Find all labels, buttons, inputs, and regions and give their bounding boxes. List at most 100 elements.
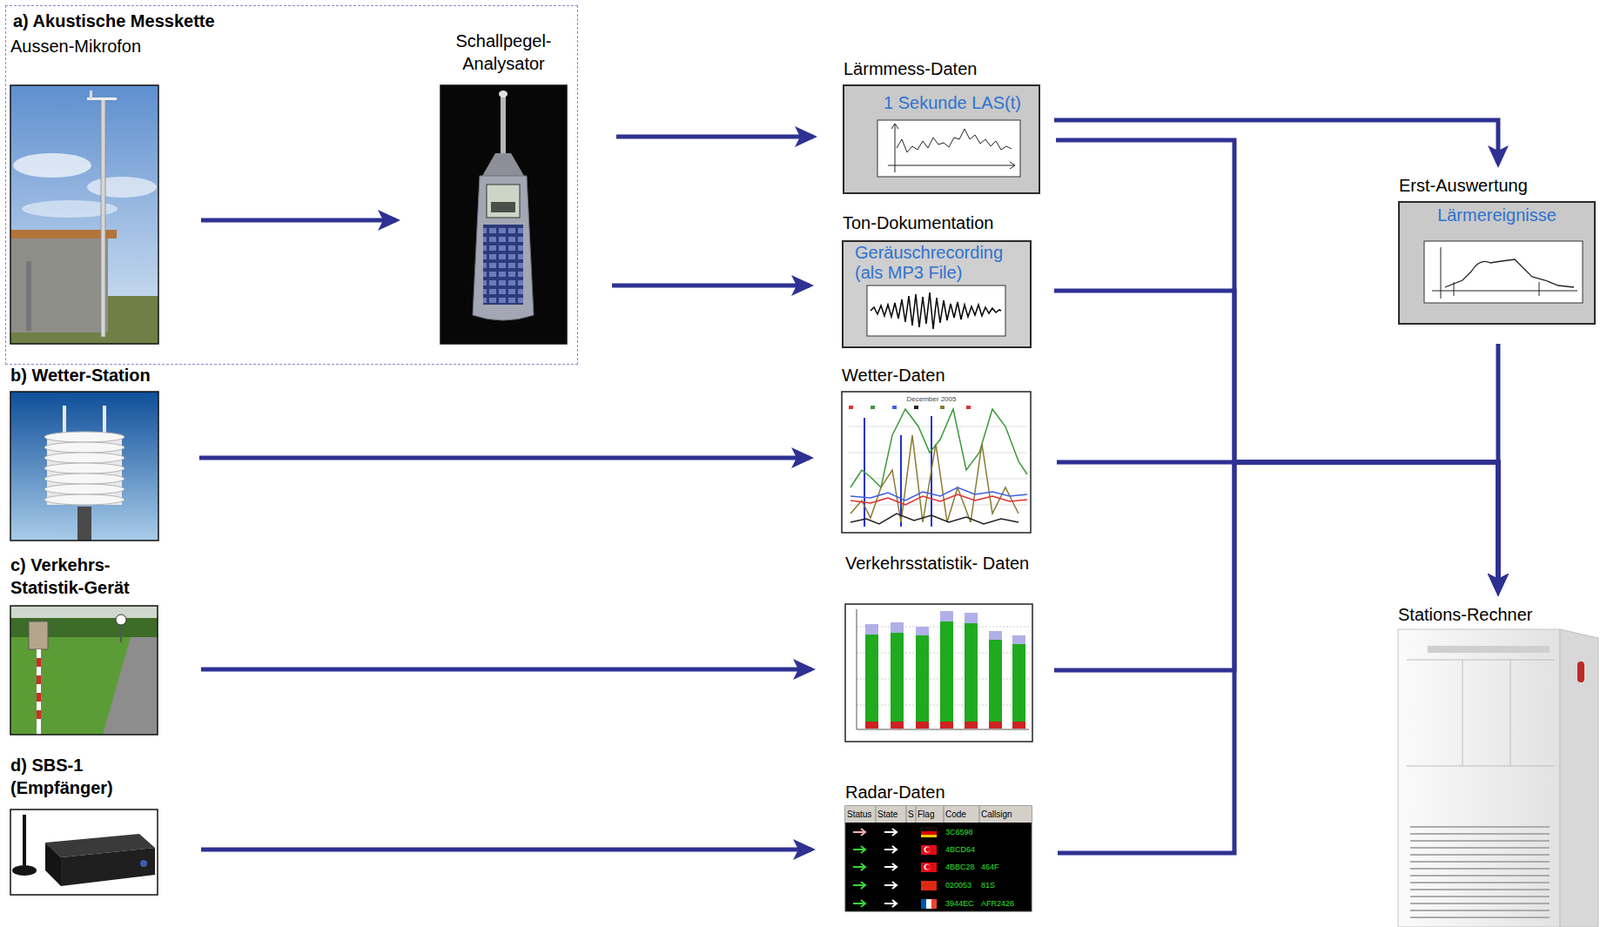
noise-level-panel [843, 85, 1040, 194]
traffic-bar-chart [845, 604, 1033, 742]
table-cell: 020053 [945, 880, 980, 892]
computer-tower [1398, 629, 1599, 927]
weather-station-photo [10, 391, 159, 541]
analyzer-photo [482, 153, 525, 176]
radar-table [921, 831, 937, 835]
traffic-bar-chart [865, 624, 879, 635]
weather-chart [841, 391, 1031, 533]
radar-table [925, 847, 931, 853]
receiver-photo [45, 842, 61, 887]
table-cell: AFR2426 [981, 898, 1030, 910]
receiver-photo [12, 865, 37, 876]
analyzer-photo [440, 85, 567, 344]
noise-level-panel [896, 128, 1012, 153]
table-header: Flag [917, 808, 944, 821]
analyzer-photo [500, 94, 506, 154]
analyzer-photo [483, 224, 524, 305]
table-cell: 4BCD64 [945, 844, 980, 856]
microphone-photo [10, 85, 159, 344]
node-caption: 1 Sekunde LAS(t) [883, 91, 1036, 115]
analyzer-photo [498, 90, 508, 98]
weather-station-photo [44, 484, 125, 495]
component-node: Erst-AuswertungLärmereignisse [1398, 174, 1595, 324]
microphone-photo [89, 90, 93, 100]
group-frame: Aussen-MikrofonSchallpegel- Analysatora)… [5, 5, 579, 365]
weather-chart [940, 405, 945, 410]
node-heading: Aussen-Mikrofon [10, 34, 185, 58]
receiver-photo [10, 809, 158, 895]
microphone-photo [10, 85, 159, 344]
noise-level-panel [887, 123, 1016, 173]
event-panel [1424, 241, 1583, 303]
radar-table [921, 862, 937, 873]
connector-arrow [199, 456, 810, 461]
traffic-bar-chart [865, 634, 879, 722]
weather-station-photo [44, 452, 125, 464]
analyzer-photo [472, 175, 534, 321]
connector-arrow [1056, 462, 1499, 592]
node-heading: Lärmmess-Daten [843, 57, 1040, 81]
microphone-photo [13, 153, 92, 178]
node-heading: Wetter-Daten [841, 363, 1031, 387]
analyzer-photo [483, 224, 524, 305]
traffic-bar-chart [988, 639, 1002, 722]
sound-recording-panel [870, 292, 1002, 330]
radar-table [884, 828, 897, 908]
computer-tower [1398, 629, 1560, 927]
node-heading: Radar-Daten [845, 780, 1032, 804]
computer-tower [1410, 826, 1550, 918]
weather-chart [850, 435, 1019, 523]
traffic-bar-chart [856, 609, 1029, 730]
traffic-bar-chart [915, 626, 929, 636]
traffic-bar-chart [1012, 721, 1026, 729]
component-node: Aussen-Mikrofon [10, 34, 185, 344]
traffic-bar-chart [988, 721, 1002, 729]
connector-arrow [201, 667, 812, 673]
traffic-bar-chart [940, 621, 954, 722]
traffic-counter-photo [10, 605, 158, 735]
sound-recording-panel [867, 285, 1006, 337]
weather-chart [848, 426, 1028, 505]
traffic-bar-chart [890, 622, 904, 633]
component-node: d) SBS-1 (Empfänger) [10, 753, 185, 895]
table-header: Callsign [981, 808, 1032, 821]
table-header: Code [945, 808, 980, 821]
traffic-bar-chart [915, 721, 929, 729]
radar-table [921, 827, 937, 832]
microphone-photo [10, 85, 159, 344]
weather-chart [850, 513, 1019, 525]
radar-table [875, 806, 980, 823]
analyzer-photo [490, 201, 516, 213]
node-heading: Stations-Rechner [1398, 603, 1599, 626]
receiver-photo [10, 809, 158, 895]
radar-table [926, 899, 932, 909]
table-cell: 4BBC28 [945, 861, 980, 874]
computer-tower [1406, 659, 1555, 767]
computer-tower [1577, 661, 1585, 683]
table-header: S [907, 808, 916, 821]
weather-station-photo [44, 442, 125, 453]
event-panel [1431, 247, 1578, 299]
traffic-bar-chart [940, 721, 954, 729]
receiver-photo [140, 860, 148, 868]
weather-station-photo [44, 431, 125, 443]
microphone-photo [26, 261, 32, 331]
event-panel [1398, 201, 1595, 324]
traffic-bar-chart [890, 721, 904, 729]
traffic-counter-photo [102, 637, 158, 735]
table-header: Status [847, 808, 876, 821]
radar-table [845, 806, 1032, 912]
event-panel [1398, 201, 1595, 324]
weather-chart [914, 405, 919, 410]
traffic-bar-chart [964, 623, 978, 722]
connector-group [199, 120, 1499, 854]
connector-arrow [1496, 343, 1501, 592]
connector-arrow [1054, 290, 1499, 592]
node-heading: Verkehrsstatistik- Daten [845, 551, 1033, 575]
node-heading: Ton-Dokumentation [842, 211, 1031, 235]
traffic-counter-photo [36, 675, 41, 685]
radar-table [924, 847, 931, 854]
table-cell: 3C6598 [945, 826, 980, 839]
